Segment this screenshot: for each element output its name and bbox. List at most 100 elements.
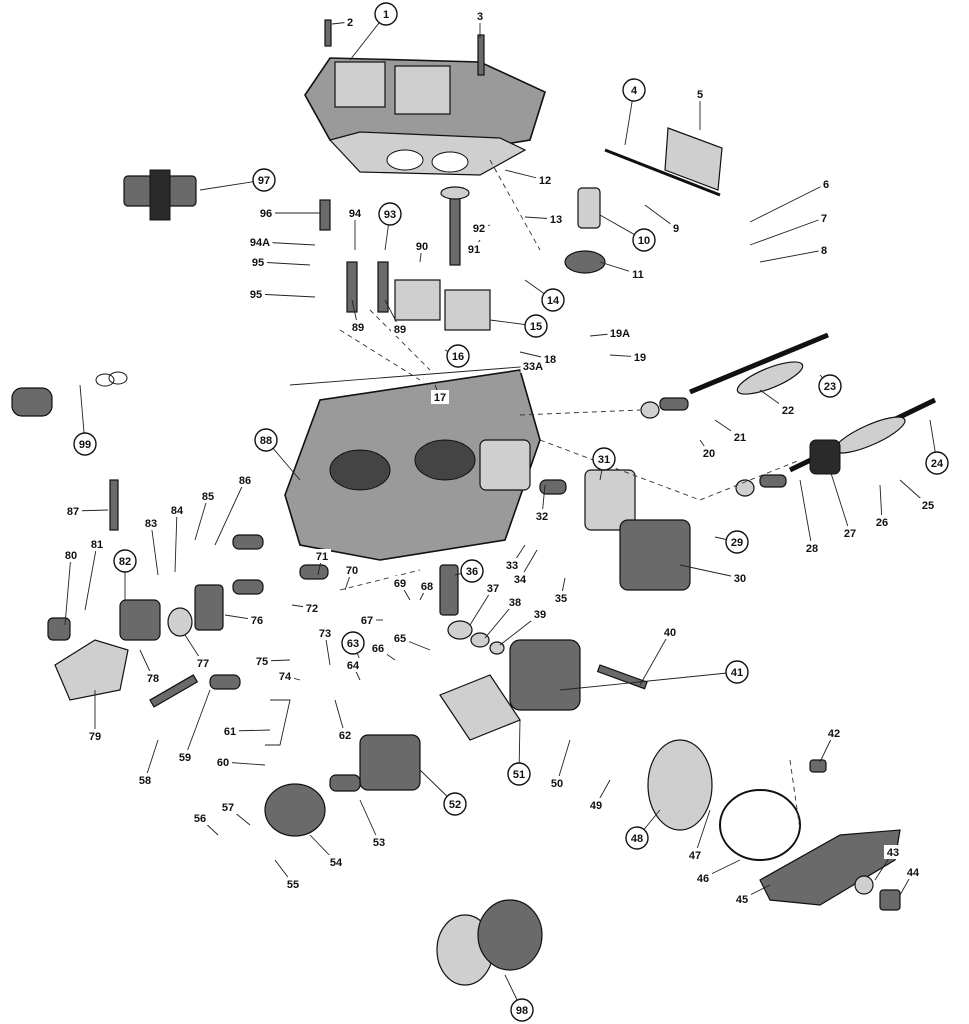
- part-number-label: 11: [632, 269, 644, 281]
- label-backdrop: [825, 726, 843, 740]
- label-backdrop: [64, 504, 82, 518]
- part-number-label: 97: [258, 175, 270, 187]
- part-number-label: 35: [555, 593, 567, 605]
- part-number-label: 30: [734, 573, 746, 585]
- part-number-label: 41: [731, 667, 743, 679]
- part-jet-holder: [377, 261, 389, 313]
- label-backdrop: [247, 235, 273, 249]
- part-number-label: 96: [260, 208, 272, 220]
- part-throttle-plate: [834, 416, 906, 454]
- part-number-label: 9: [673, 223, 679, 235]
- part-screw-44: [879, 889, 901, 911]
- part-lever-36: [439, 564, 459, 616]
- part-number-label: 71: [316, 551, 328, 563]
- part-number-label: 29: [731, 537, 743, 549]
- part-pump-cover: [584, 469, 636, 531]
- part-ring-37: [447, 620, 473, 640]
- label-backdrop: [316, 626, 334, 640]
- label-backdrop: [884, 845, 902, 859]
- part-washer-20: [735, 479, 755, 497]
- label-backdrop: [536, 173, 554, 187]
- part-cover-plate: [264, 783, 326, 837]
- label-backdrop: [191, 811, 209, 825]
- part-number-label: 65: [394, 633, 406, 645]
- label-backdrop: [142, 516, 160, 530]
- part-number-label: 34: [514, 574, 527, 586]
- part-number-label: 60: [217, 757, 229, 769]
- label-backdrop: [194, 656, 212, 670]
- part-number-label: 94: [349, 208, 362, 220]
- label-circle: [725, 660, 749, 684]
- label-backdrop: [176, 750, 194, 764]
- part-float: [394, 279, 441, 321]
- label-backdrop: [391, 576, 409, 590]
- label-backdrop: [276, 669, 294, 683]
- part-screw-42: [809, 759, 827, 773]
- part-number-label: 4: [631, 85, 638, 97]
- part-spring-87: [109, 479, 119, 531]
- part-number-label: 98: [516, 1005, 528, 1017]
- label-circle: [378, 202, 402, 226]
- part-number-label: 3: [477, 11, 483, 23]
- part-number-label: 59: [179, 752, 191, 764]
- label-circle: [524, 314, 548, 338]
- part-number-label: 40: [664, 627, 676, 639]
- part-number-label: 10: [638, 235, 650, 247]
- part-cover-tower: [394, 65, 451, 115]
- part-choke-plate: [664, 127, 723, 191]
- leader-line: [749, 217, 825, 246]
- part-spring: [232, 534, 264, 550]
- leader-line: [84, 543, 98, 611]
- label-backdrop: [136, 773, 154, 787]
- label-backdrop: [303, 601, 321, 615]
- part-fuel-nut: [564, 250, 606, 274]
- part-number-label: 12: [539, 175, 551, 187]
- label-backdrop: [358, 613, 376, 627]
- part-number-label: 16: [452, 351, 464, 363]
- part-number-label: 19A: [610, 328, 630, 340]
- leader-line: [759, 249, 825, 263]
- part-screw-58: [149, 674, 199, 708]
- leader-line: [289, 365, 534, 386]
- part-number-label: 14: [547, 295, 560, 307]
- part-cover-tower: [334, 61, 386, 108]
- label-circle: [632, 228, 656, 252]
- label-backdrop: [503, 558, 521, 572]
- label-backdrop: [88, 537, 106, 551]
- part-number-label: 81: [91, 539, 103, 551]
- label-backdrop: [631, 350, 649, 364]
- part-number-label: 37: [487, 583, 499, 595]
- label-circle: [73, 432, 97, 456]
- label-circle: [254, 428, 278, 452]
- label-circle: [507, 762, 531, 786]
- part-number-label: 33A: [523, 361, 543, 373]
- part-number-label: 8: [821, 245, 827, 257]
- label-backdrop: [694, 87, 706, 101]
- label-circle: [446, 344, 470, 368]
- label-backdrop: [369, 641, 387, 655]
- part-number-label: 36: [466, 566, 478, 578]
- part-number-label: 86: [239, 475, 251, 487]
- part-number-label: 84: [171, 505, 184, 517]
- part-number-label: 32: [536, 511, 548, 523]
- label-backdrop: [841, 526, 859, 540]
- label-backdrop: [391, 631, 409, 645]
- part-number-label: 78: [147, 673, 159, 685]
- part-lever: [119, 599, 161, 641]
- part-ring-38: [470, 632, 490, 648]
- part-number-label: 64: [347, 660, 360, 672]
- label-backdrop: [391, 322, 409, 336]
- label-circle: [622, 78, 646, 102]
- label-backdrop: [548, 776, 566, 790]
- leader-line: [174, 509, 178, 573]
- part-number-label: 51: [513, 769, 525, 781]
- part-bracket-core: [149, 169, 171, 221]
- label-backdrop: [236, 473, 254, 487]
- label-backdrop: [336, 728, 354, 742]
- part-number-label: 52: [449, 799, 461, 811]
- part-number-label: 18: [544, 354, 556, 366]
- label-backdrop: [587, 798, 605, 812]
- label-backdrop: [547, 212, 565, 226]
- leader-line: [749, 183, 827, 223]
- part-number-label: 87: [67, 506, 79, 518]
